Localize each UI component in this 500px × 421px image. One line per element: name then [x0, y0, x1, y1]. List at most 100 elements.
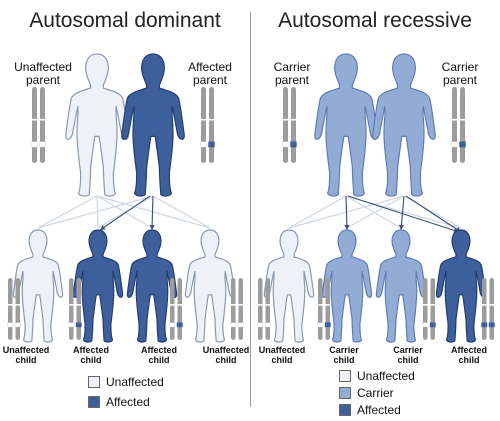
- dominant-child-3-chromosomes-marker: [176, 322, 183, 328]
- dominant-child-2-chromosomes: [68, 278, 82, 340]
- dominant-parent-2-chromosomes-band: [201, 118, 206, 121]
- recessive-child-4-chromosomes-marker: [488, 322, 495, 328]
- dominant-parent-1-chromosomes-bar: [40, 87, 45, 163]
- recessive-parent-1-chromosomes-marker: [290, 141, 297, 148]
- recessive-child-1-figure: [263, 229, 315, 343]
- dominant-child-4-chromosomes-marker: [237, 322, 244, 328]
- dominant-parent-2-chromosomes-marker: [200, 141, 207, 148]
- recessive-child-1-chromosomes-band: [258, 304, 263, 306]
- dominant-parent-1-chromosomes: [31, 87, 46, 163]
- recessive-child-4-chromosomes-bar: [489, 278, 494, 340]
- recessive-child-3-figure: [375, 229, 427, 343]
- dominant-parent-1-chromosomes-band: [32, 118, 37, 121]
- recessive-parent-2-figure-silhouette: [372, 53, 436, 197]
- legend-swatch-carrier: [339, 387, 351, 399]
- recessive-child-1-chromosomes-bar: [265, 278, 270, 340]
- recessive-child-2-chromosomes-band: [325, 304, 330, 306]
- dominant-child-4-figure: [184, 229, 236, 343]
- recessive-line-p0-c0: [288, 195, 347, 229]
- recessive-parent-1-chromosomes-marker: [282, 141, 289, 148]
- recessive-parent-1-chromosomes-band: [283, 118, 288, 121]
- dominant-child-3-chromosomes-band: [177, 304, 182, 306]
- dominant-parent-2-figure: [121, 53, 185, 197]
- dominant-parent-2-figure-silhouette: [121, 53, 185, 197]
- legend-swatch-unaffected: [339, 370, 351, 382]
- recessive-child-3-chromosomes-bar: [430, 278, 435, 340]
- dominant-line-p1-c0: [37, 195, 154, 229]
- dominant-child-3-chromosomes-bar: [170, 278, 175, 340]
- recessive-legend: Unaffected Carrier Affected: [339, 369, 415, 420]
- recessive-parent-1-chromosomes: [282, 87, 297, 163]
- dominant-line-p0-c3: [96, 195, 211, 229]
- recessive-parent-2-figure: [372, 53, 436, 197]
- dominant-child-1-figure: [12, 229, 64, 343]
- dominant-child-1-chromosomes-marker: [14, 322, 21, 328]
- recessive-child-1-chromosomes-marker: [257, 322, 264, 328]
- dominant-child-3-chromosomes-band: [170, 304, 175, 306]
- dominant-child-1-chromosomes-band: [15, 304, 20, 306]
- legend-swatch-unaffected: [88, 376, 100, 388]
- recessive-child-4-chromosomes: [481, 278, 495, 340]
- recessive-child-3-chromosomes-band: [430, 304, 435, 306]
- recessive-parent-1-chromosomes-band: [291, 118, 296, 121]
- recessive-child-1-chromosomes-marker: [264, 322, 271, 328]
- dominant-child-3-figure: [126, 229, 178, 343]
- dominant-parent-1-chromosomes-marker: [31, 141, 38, 148]
- dominant-parent-2-chromosomes-bar: [201, 87, 206, 163]
- dominant-parent-2-chromosomes-bar: [209, 87, 214, 163]
- recessive-child-1-chromosomes-bar: [258, 278, 263, 340]
- dominant-child-2-chromosomes-marker: [75, 322, 82, 328]
- dominant-child-2-chromosomes-marker: [68, 322, 75, 328]
- dominant-line-p1-c3: [152, 195, 211, 229]
- recessive-child-3-chromosomes-band: [423, 304, 428, 306]
- recessive-parent-2-chromosomes-band: [460, 118, 465, 121]
- recessive-child-4-figure-silhouette: [435, 229, 487, 343]
- dominant-child-1-chromosomes-band: [8, 304, 13, 306]
- dominant-child-1-figure-silhouette: [12, 229, 64, 343]
- dominant-child-2-chromosomes-bar: [69, 278, 74, 340]
- dominant-child-2-figure: [72, 229, 124, 343]
- dominant-line-p0-c0: [37, 195, 98, 229]
- dominant-parent-1-chromosomes-bar: [32, 87, 37, 163]
- recessive-child-3-chromosomes-bar: [423, 278, 428, 340]
- recessive-parent-2-chromosomes-marker: [459, 141, 466, 148]
- figures-layer: [12, 53, 487, 343]
- chromosomes-layer: [7, 87, 495, 340]
- recessive-child-1-chromosomes-band: [265, 304, 270, 306]
- recessive-child-2-figure-silhouette: [321, 229, 373, 343]
- dominant-title: Autosomal dominant: [29, 9, 221, 32]
- recessive-parent-2-chromosomes-bar: [460, 87, 465, 163]
- recessive-child-2-chromosomes-bar: [325, 278, 330, 340]
- dominant-parent-2-chromosomes-band: [209, 118, 214, 121]
- recessive-parent-1-chromosomes-bar: [291, 87, 296, 163]
- legend-item-carrier: Carrier: [339, 386, 415, 403]
- recessive-child-2-chromosomes-marker: [317, 322, 324, 328]
- dominant-parent-2-chromosomes-marker: [208, 141, 215, 148]
- legend-item-unaffected: Unaffected: [339, 369, 415, 386]
- recessive-arrow-left-to-child-4: [347, 195, 460, 233]
- dominant-child-2-chromosomes-bar: [76, 278, 81, 340]
- dominant-child-4-figure-silhouette: [184, 229, 236, 343]
- dominant-child-4-chromosomes-bar: [238, 278, 243, 340]
- dominant-child-3-chromosomes: [169, 278, 183, 340]
- dominant-child-4-chromosomes-band: [231, 304, 236, 306]
- dominant-child-1-chromosomes-marker: [7, 322, 14, 328]
- dominant-child-3-chromosomes-bar: [177, 278, 182, 340]
- dominant-arrow-to-child-3: [151, 195, 154, 231]
- recessive-child-2-chromosomes-marker: [324, 322, 331, 328]
- legend-swatch-affected: [339, 404, 351, 416]
- recessive-child-3-chromosomes-marker: [422, 322, 429, 328]
- dominant-parent-2-chromosomes: [200, 87, 215, 163]
- recessive-child-2-figure: [321, 229, 373, 343]
